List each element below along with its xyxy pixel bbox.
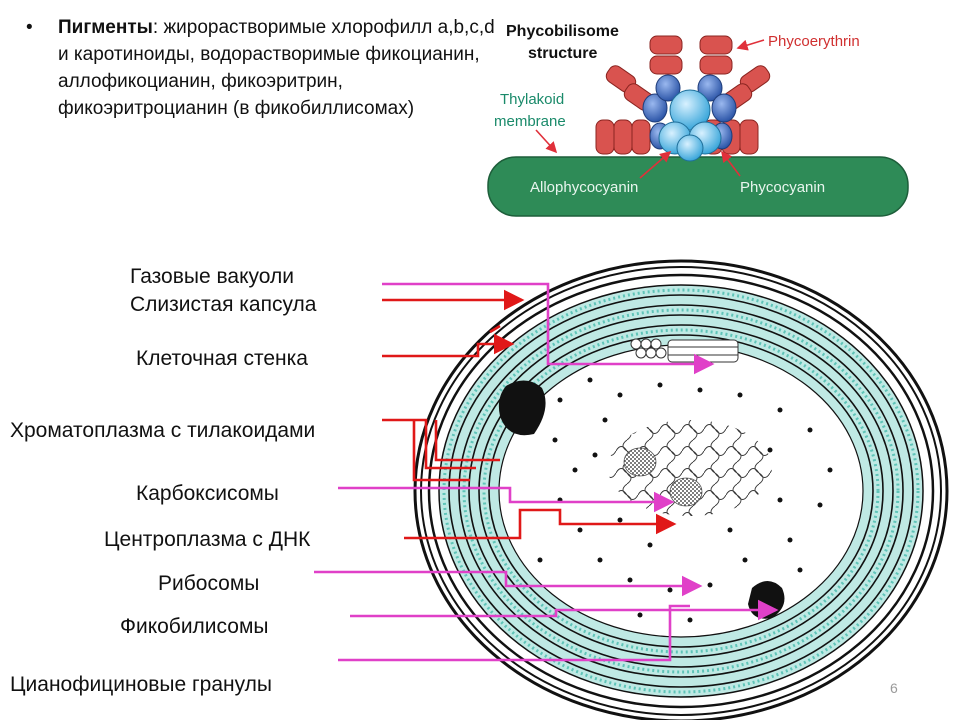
phycoerythrin-label: Phycoerythrin bbox=[768, 33, 860, 50]
thylakoid-label-line2: membrane bbox=[494, 113, 566, 130]
cell-figure bbox=[413, 259, 949, 720]
label-carboxysomes: Карбоксисомы bbox=[136, 482, 279, 505]
label-phycobilisomes: Фикобилисомы bbox=[120, 615, 269, 638]
label-centroplasm: Центроплазма с ДНК bbox=[104, 528, 311, 551]
thylakoid-label-line1: Thylakoid bbox=[500, 91, 564, 108]
label-chromatoplasm: Хроматоплазма с тилакоидами bbox=[10, 419, 316, 442]
page-number: 6 bbox=[890, 680, 898, 696]
label-mucous-capsule: Слизистая капсула bbox=[130, 293, 317, 316]
phycobilisome-title-line2: structure bbox=[528, 45, 597, 62]
label-ribosomes: Рибосомы bbox=[158, 572, 260, 595]
pigments-term: Пигменты bbox=[58, 17, 153, 38]
pigments-text: Пигменты: жирорастворимые хлорофилл a,b,… bbox=[58, 14, 498, 122]
bullet-dot: • bbox=[26, 17, 33, 38]
label-gas-vacuoles: Газовые вакуоли bbox=[130, 265, 294, 288]
pigments-description: : жирорастворимые хлорофилл a,b,c,d и ка… bbox=[58, 17, 495, 119]
phycocyanin-label: Phycocyanin bbox=[740, 179, 825, 196]
leader-lines bbox=[314, 282, 779, 662]
allophycocyanin-label: Allophycocyanin bbox=[530, 179, 638, 196]
label-cyanophycin-granules: Цианофициновые гранулы bbox=[10, 673, 273, 696]
phycobilisome-title-line1: Phycobilisome bbox=[506, 23, 619, 40]
phycobilisome-figure bbox=[487, 35, 909, 217]
label-cell-wall: Клеточная стенка bbox=[136, 347, 308, 370]
allophycocyanin-core bbox=[658, 89, 722, 162]
